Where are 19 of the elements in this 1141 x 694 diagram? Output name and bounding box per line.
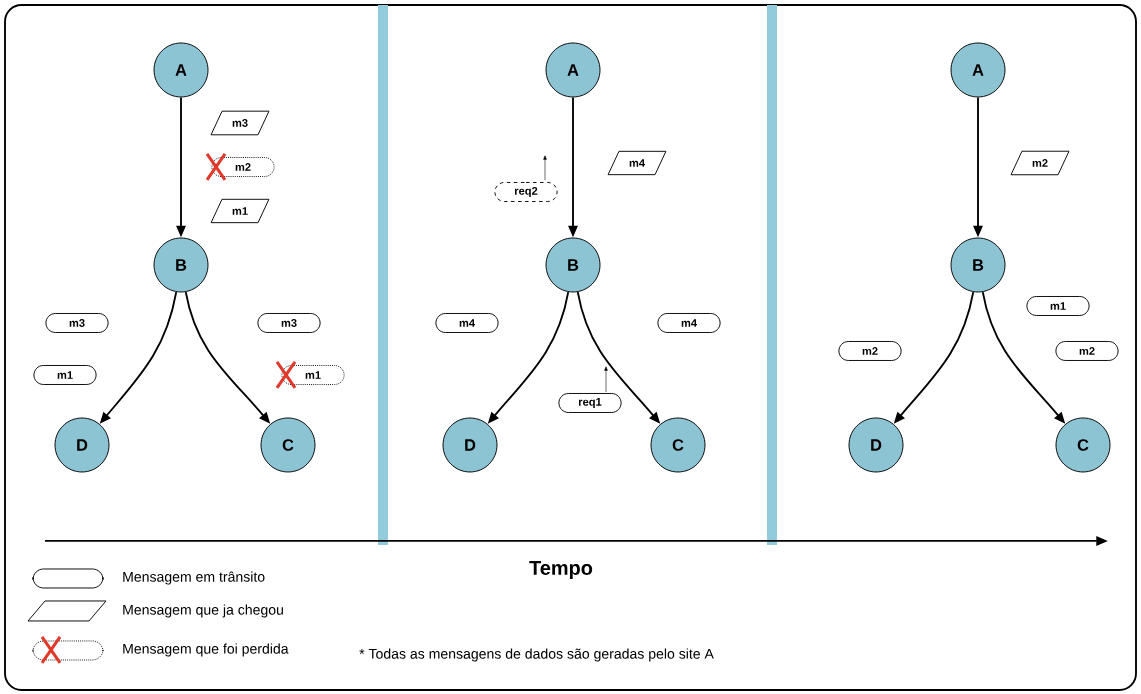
request-message-box: req2 — [494, 182, 558, 202]
arrived-message-box: m3 — [210, 110, 270, 136]
transit-message-box: m3 — [257, 313, 321, 333]
legend-text: Mensagem em trânsito — [123, 571, 265, 585]
transit-message-box: m1 — [1026, 296, 1090, 316]
arrived-message-box: m1 — [210, 198, 270, 224]
arrived-message-box: m2 — [1010, 150, 1070, 176]
arrived-message-box: m4 — [607, 150, 667, 176]
footnote: * Todas as mensagens de dados são geradas pelo site A — [359, 648, 714, 662]
transit-message-box: m3 — [45, 313, 109, 333]
transit-message-box: m4 — [435, 313, 499, 333]
transit-message-box: m1 — [33, 365, 97, 385]
transit-message-box: m2 — [838, 341, 902, 361]
transit-message-box: m2 — [1055, 341, 1119, 361]
legend-text: Mensagem que foi perdida — [123, 643, 289, 657]
transit-message-box: req1 — [558, 393, 622, 413]
legend-text: Mensagem que ja chegou — [123, 604, 283, 618]
axis-label: Tempo — [529, 561, 593, 579]
transit-message-box: m4 — [657, 313, 721, 333]
